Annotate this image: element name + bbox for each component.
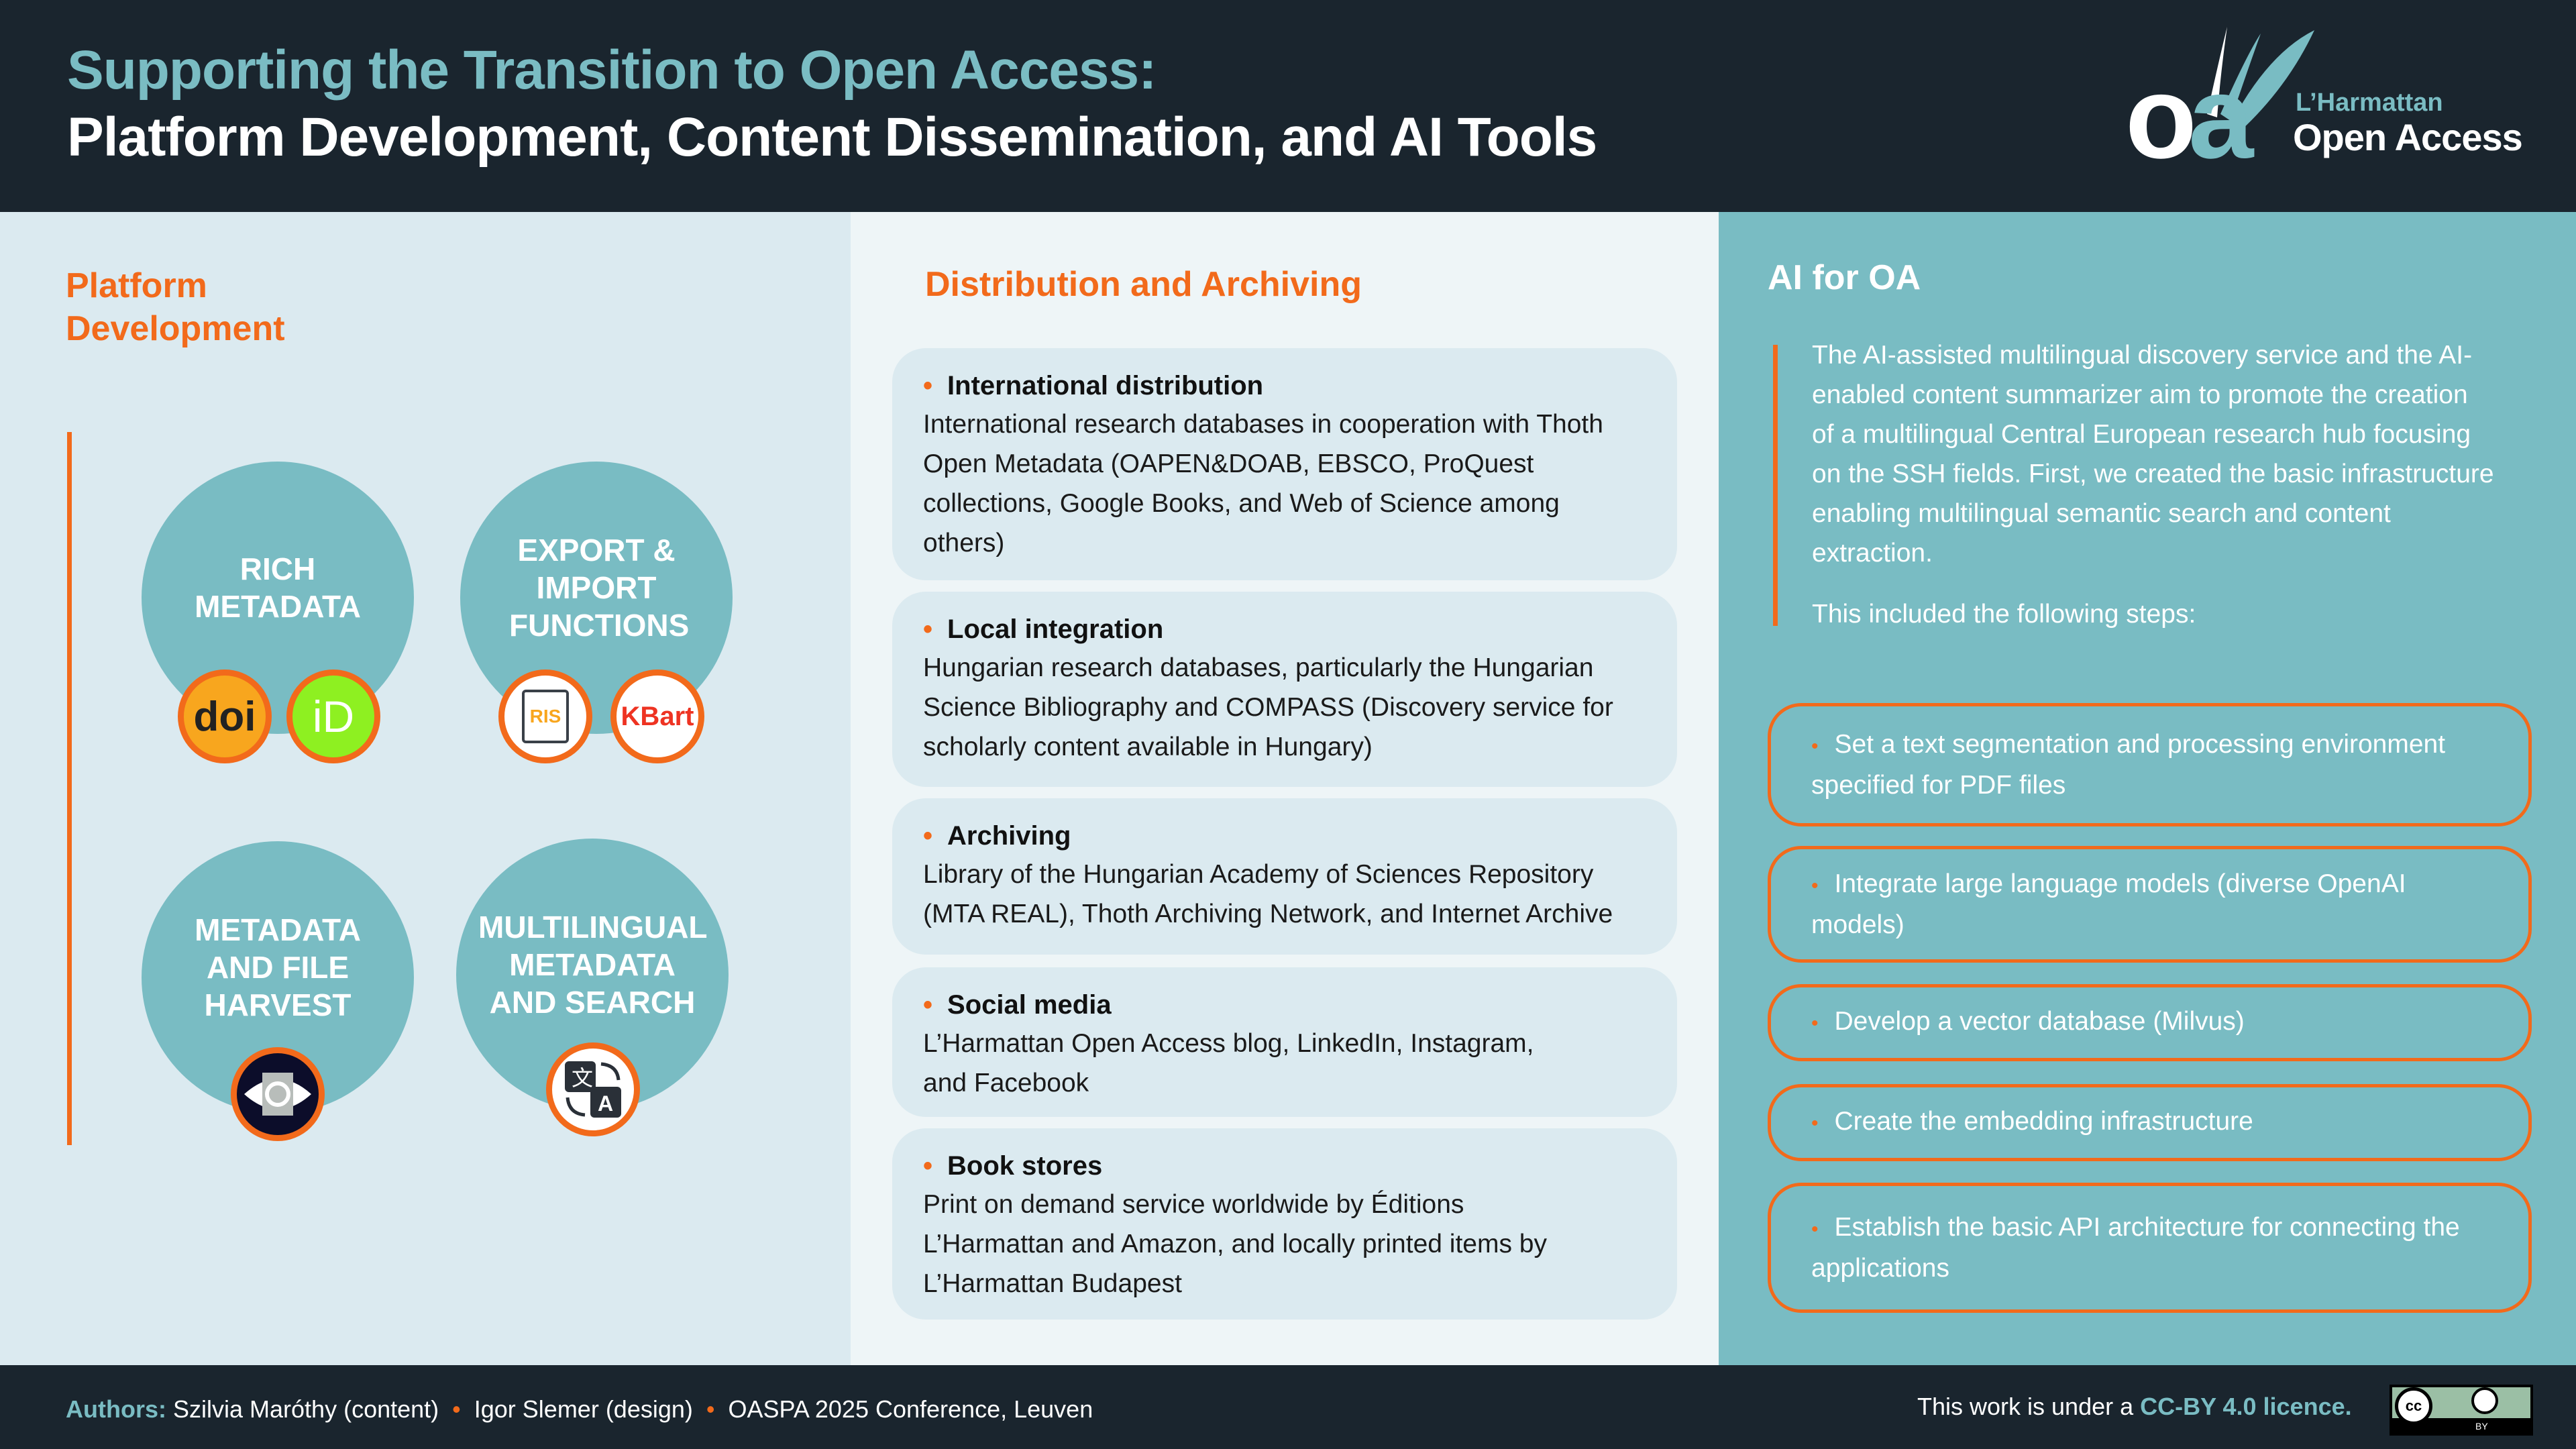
platform-panel xyxy=(0,212,851,1365)
card-text: Library of the Hungarian Academy of Scie… xyxy=(923,860,1613,928)
orcid-icon: iD xyxy=(286,669,380,763)
circle-multilingual: MULTILINGUAL METADATA AND SEARCH xyxy=(456,839,729,1111)
title-line-2: Platform Development, Content Disseminat… xyxy=(67,107,1597,168)
ai-heading: AI for OA xyxy=(1768,258,1921,297)
ai-step: •Integrate large language models (divers… xyxy=(1768,846,2532,963)
ai-step: •Establish the basic API architecture fo… xyxy=(1768,1183,2532,1313)
author: Igor Slemer (design) xyxy=(474,1395,693,1423)
ai-step: •Set a text segmentation and processing … xyxy=(1768,703,2532,826)
card-title: Book stores xyxy=(947,1151,1103,1181)
ai-step: •Create the embedding infrastructure xyxy=(1768,1084,2532,1161)
footer-credits: Authors: Szilvia Maróthy (content)•Igor … xyxy=(66,1395,1093,1423)
title-line-1: Supporting the Transition to Open Access… xyxy=(67,40,1157,101)
licence-link[interactable]: CC-BY 4.0 licence. xyxy=(2140,1393,2352,1420)
circle-label: EXPORT & IMPORT FUNCTIONS xyxy=(509,533,690,643)
eye-document-icon xyxy=(231,1047,325,1141)
footer-licence: This work is under a CC-BY 4.0 licence. xyxy=(1917,1393,2352,1421)
oa-logo-icon: o a xyxy=(2125,27,2314,174)
card-title: International distribution xyxy=(947,371,1264,400)
doi-icon: doi xyxy=(178,669,272,763)
circle-label: MULTILINGUAL METADATA AND SEARCH xyxy=(478,910,708,1020)
card-title: Archiving xyxy=(947,821,1071,851)
card-text: L’Harmattan Open Access blog, LinkedIn, … xyxy=(923,1029,1534,1097)
circle-label: RICH METADATA xyxy=(195,551,361,624)
author: Szilvia Maróthy (content) xyxy=(173,1395,439,1423)
cc-by-badge-icon: cc BY xyxy=(2390,1385,2533,1436)
accent-line xyxy=(1773,345,1778,626)
ai-intro: The AI-assisted multilingual discovery s… xyxy=(1812,341,2494,568)
distribution-heading: Distribution and Archiving xyxy=(925,265,1362,304)
step-text: Develop a vector database (Milvus) xyxy=(1834,1007,2245,1036)
ris-file-icon: RIS xyxy=(498,669,592,763)
header xyxy=(0,0,2576,212)
platform-heading: Platform Development xyxy=(66,266,285,348)
accent-line xyxy=(67,432,72,1145)
card-text: Print on demand service worldwide by Édi… xyxy=(923,1190,1548,1298)
card-title: Social media xyxy=(947,990,1112,1020)
svg-text:A: A xyxy=(598,1091,613,1116)
card-title: Local integration xyxy=(947,614,1164,644)
card-text: Hungarian research databases, particular… xyxy=(923,653,1613,761)
authors-label: Authors: xyxy=(66,1395,166,1423)
licence-prefix: This work is under a xyxy=(1917,1393,2134,1420)
step-text: Set a text segmentation and processing e… xyxy=(1811,729,2446,800)
circle-export-import: EXPORT & IMPORT FUNCTIONS xyxy=(460,462,733,734)
svg-text:文: 文 xyxy=(572,1065,593,1091)
svg-text:a: a xyxy=(2188,52,2255,174)
cc-badge-label: BY xyxy=(2475,1421,2488,1432)
logo-line-2: Open Access xyxy=(2293,116,2523,158)
kbart-icon: KBart xyxy=(610,669,704,763)
circle-label: METADATA AND FILE HARVEST xyxy=(195,912,361,1022)
svg-text:o: o xyxy=(2125,52,2193,174)
ai-steps-intro: This included the following steps: xyxy=(1812,600,2196,629)
logo-line-1: L’Harmattan xyxy=(2296,89,2443,117)
event: OASPA 2025 Conference, Leuven xyxy=(728,1395,1093,1423)
step-text: Create the embedding infrastructure xyxy=(1834,1107,2253,1136)
footer xyxy=(0,1365,2576,1449)
ai-step: •Develop a vector database (Milvus) xyxy=(1768,984,2532,1061)
ai-panel xyxy=(1719,212,2576,1365)
step-text: Integrate large language models (diverse… xyxy=(1811,869,2406,939)
card-text: International research databases in coop… xyxy=(923,410,1603,557)
step-text: Establish the basic API architecture for… xyxy=(1811,1212,2460,1283)
